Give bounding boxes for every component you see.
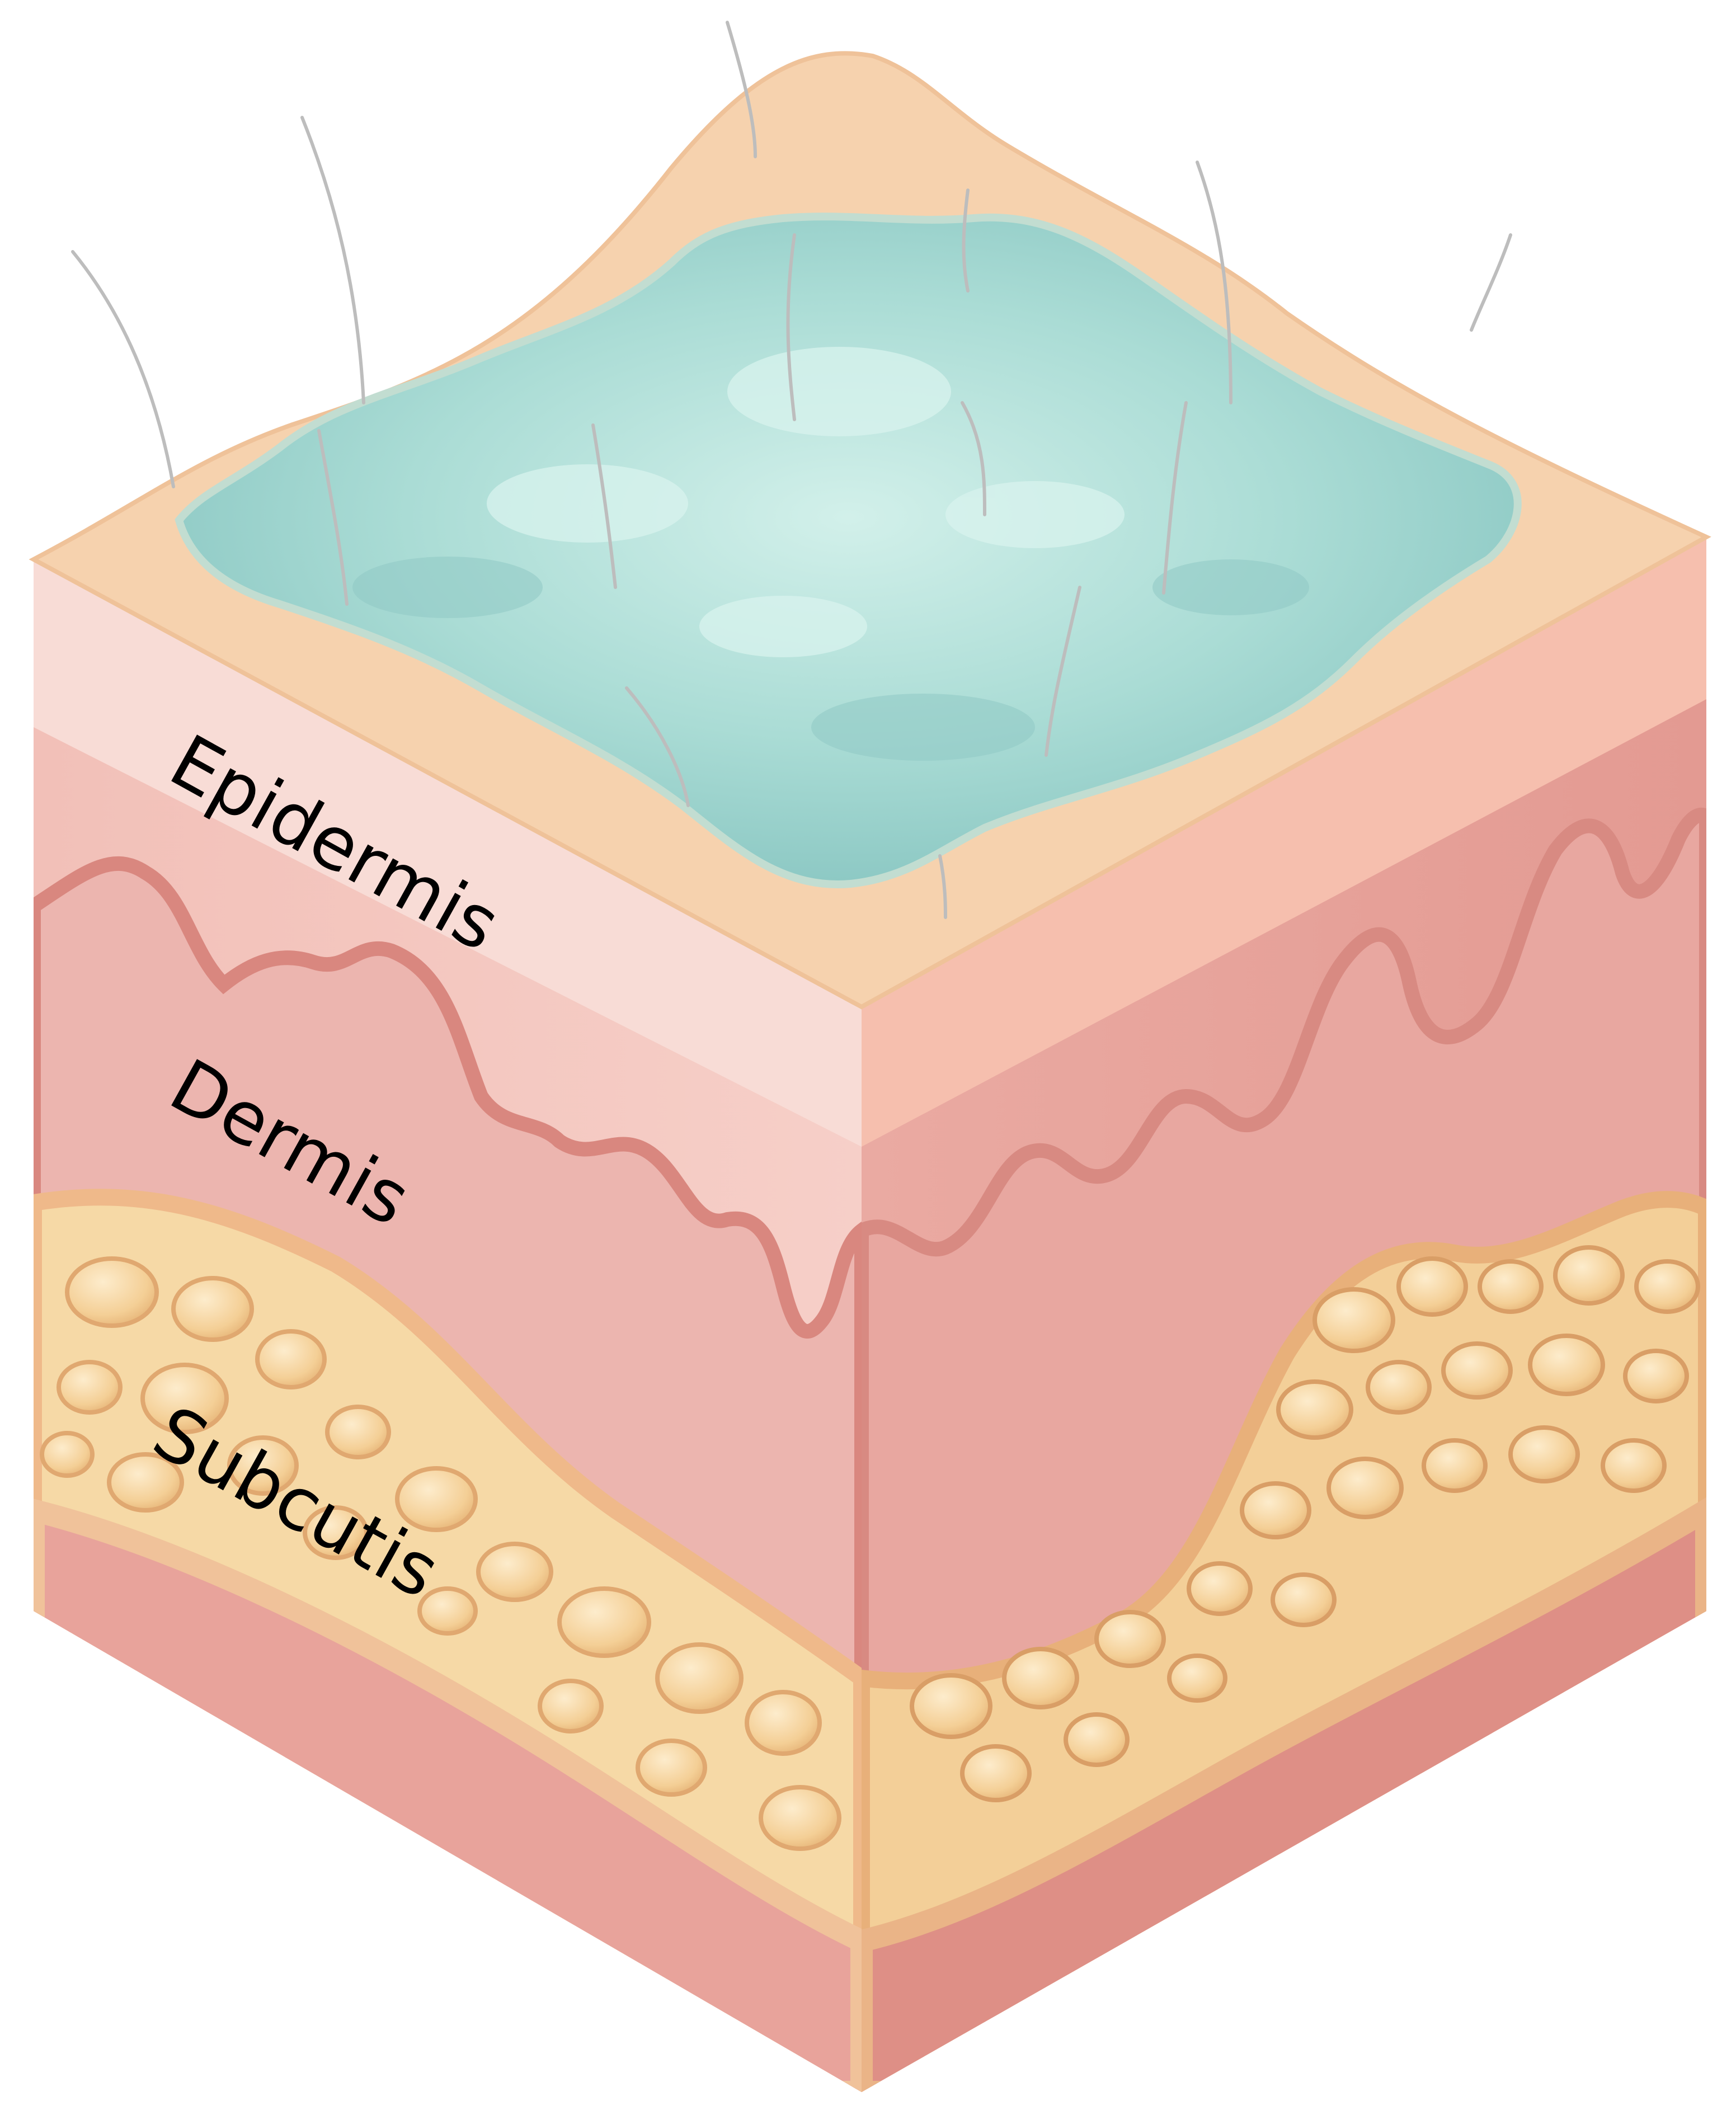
hair-strand [302, 117, 364, 403]
hair-strand [73, 252, 173, 487]
hair-strand [1471, 235, 1511, 330]
